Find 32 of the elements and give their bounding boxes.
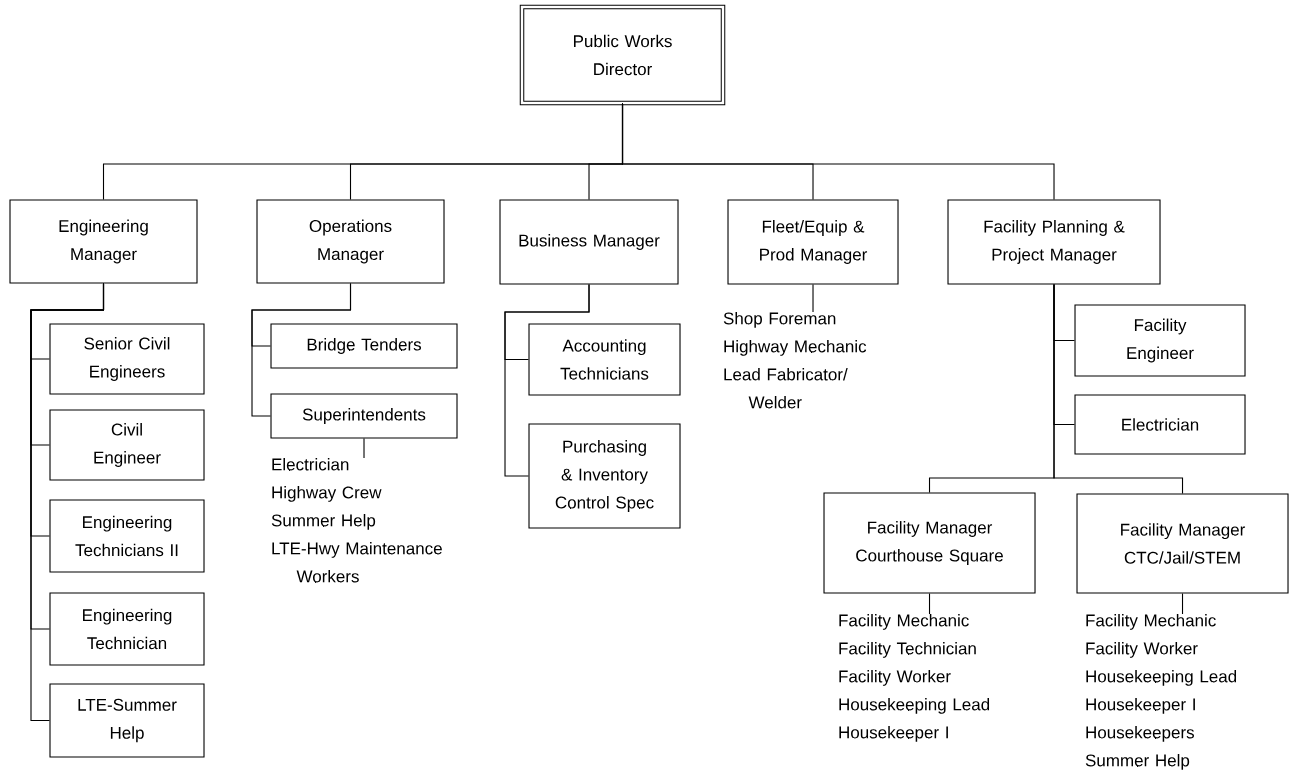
director-box: Public Works Director (519, 4, 726, 106)
position-box: Facility Manager Courthouse Square (823, 492, 1036, 594)
connector-line (928, 593, 931, 615)
position-box: Business Manager (499, 199, 679, 285)
position-box: Facility Engineer (1074, 304, 1246, 377)
position-list: Shop Foreman Highway Mechanic Lead Fabricator/ Welder (723, 312, 867, 409)
connector-line (251, 283, 352, 417)
connector-line (504, 284, 590, 477)
connector-line (1053, 284, 1184, 494)
connector-line (812, 284, 814, 313)
position-list: Facility Mechanic Facility Worker Housekeeping Lead Housekeeper I Housekeepers Summer Help (1085, 614, 1237, 770)
position-box: Civil Engineer (49, 409, 205, 481)
position-box: Superintendents (270, 393, 458, 439)
connector-line (363, 438, 365, 459)
position-box: LTE-Summer Help (49, 683, 205, 758)
position-box: Engineering Technician (49, 592, 205, 666)
position-box: Senior Civil Engineers (49, 323, 205, 395)
position-box: Facility Manager CTC/Jail/STEM (1076, 493, 1289, 594)
connector-line (30, 283, 105, 722)
connector-line (1181, 593, 1184, 615)
connector-line (621, 102, 1055, 200)
position-list: Facility Mechanic Facility Technician Facility Worker Housekeeping Lead Housekeeper I (839, 614, 990, 742)
position-box: Accounting Technicians (528, 323, 681, 396)
position-box: Facility Planning & Project Manager (947, 199, 1161, 285)
position-box: Fleet/Equip & Prod Manager (727, 199, 899, 285)
position-box: Purchasing & Inventory Control Spec (528, 423, 681, 529)
position-box: Engineering Manager (9, 199, 198, 284)
position-box: Electrician (1074, 394, 1246, 455)
position-list: Electrician Highway Crew Summer Help LTE-Hwy Maintenance Workers (271, 458, 442, 583)
position-box: Bridge Tenders (270, 323, 458, 369)
position-box: Engineering Technicians II (49, 499, 205, 573)
position-box: Operations Manager (256, 199, 445, 284)
